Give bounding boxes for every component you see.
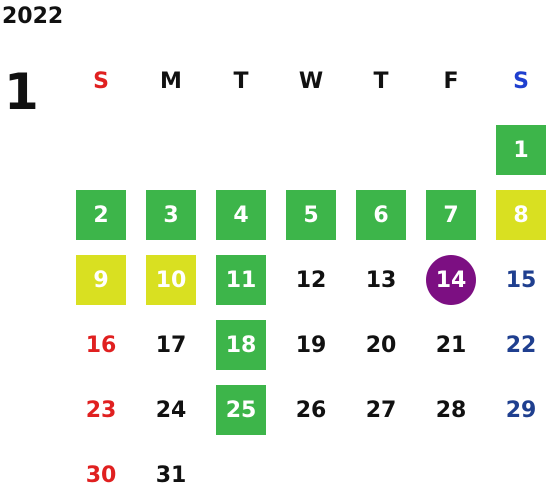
day-cell-4[interactable]: 4 [216, 190, 266, 240]
day-cell-27[interactable]: 27 [365, 397, 397, 423]
weekday-header-sunday: S [93, 69, 109, 94]
day-cell-24[interactable]: 24 [155, 397, 187, 423]
day-cell-15[interactable]: 15 [505, 267, 537, 293]
weekday-header-saturday: S [513, 69, 529, 94]
year-label: 2022 [2, 4, 64, 29]
month-label: 1 [4, 63, 39, 121]
day-cell-30[interactable]: 30 [85, 462, 117, 488]
day-cell-31[interactable]: 31 [155, 462, 187, 488]
day-cell-5[interactable]: 5 [286, 190, 336, 240]
day-cell-6[interactable]: 6 [356, 190, 406, 240]
weekday-header-thursday: T [373, 69, 389, 94]
weekday-header-monday: M [160, 69, 182, 94]
day-cell-29[interactable]: 29 [505, 397, 537, 423]
day-cell-26[interactable]: 26 [295, 397, 327, 423]
day-cell-16[interactable]: 16 [85, 332, 117, 358]
day-cell-19[interactable]: 19 [295, 332, 327, 358]
weekday-header-wednesday: W [298, 69, 324, 94]
day-cell-28[interactable]: 28 [435, 397, 467, 423]
day-cell-3[interactable]: 3 [146, 190, 196, 240]
day-cell-21[interactable]: 21 [435, 332, 467, 358]
day-cell-13[interactable]: 13 [365, 267, 397, 293]
day-cell-9[interactable]: 9 [76, 255, 126, 305]
day-cell-10[interactable]: 10 [146, 255, 196, 305]
weekday-header-tuesday: T [233, 69, 249, 94]
day-cell-23[interactable]: 23 [85, 397, 117, 423]
day-cell-22[interactable]: 22 [505, 332, 537, 358]
day-cell-18[interactable]: 18 [216, 320, 266, 370]
day-cell-11[interactable]: 11 [216, 255, 266, 305]
day-cell-2[interactable]: 2 [76, 190, 126, 240]
day-cell-1[interactable]: 1 [496, 125, 546, 175]
day-cell-20[interactable]: 20 [365, 332, 397, 358]
day-cell-17[interactable]: 17 [155, 332, 187, 358]
day-cell-8[interactable]: 8 [496, 190, 546, 240]
day-cell-7[interactable]: 7 [426, 190, 476, 240]
day-cell-25[interactable]: 25 [216, 385, 266, 435]
weekday-header-friday: F [443, 69, 459, 94]
day-cell-14[interactable]: 14 [426, 255, 476, 305]
day-cell-12[interactable]: 12 [295, 267, 327, 293]
